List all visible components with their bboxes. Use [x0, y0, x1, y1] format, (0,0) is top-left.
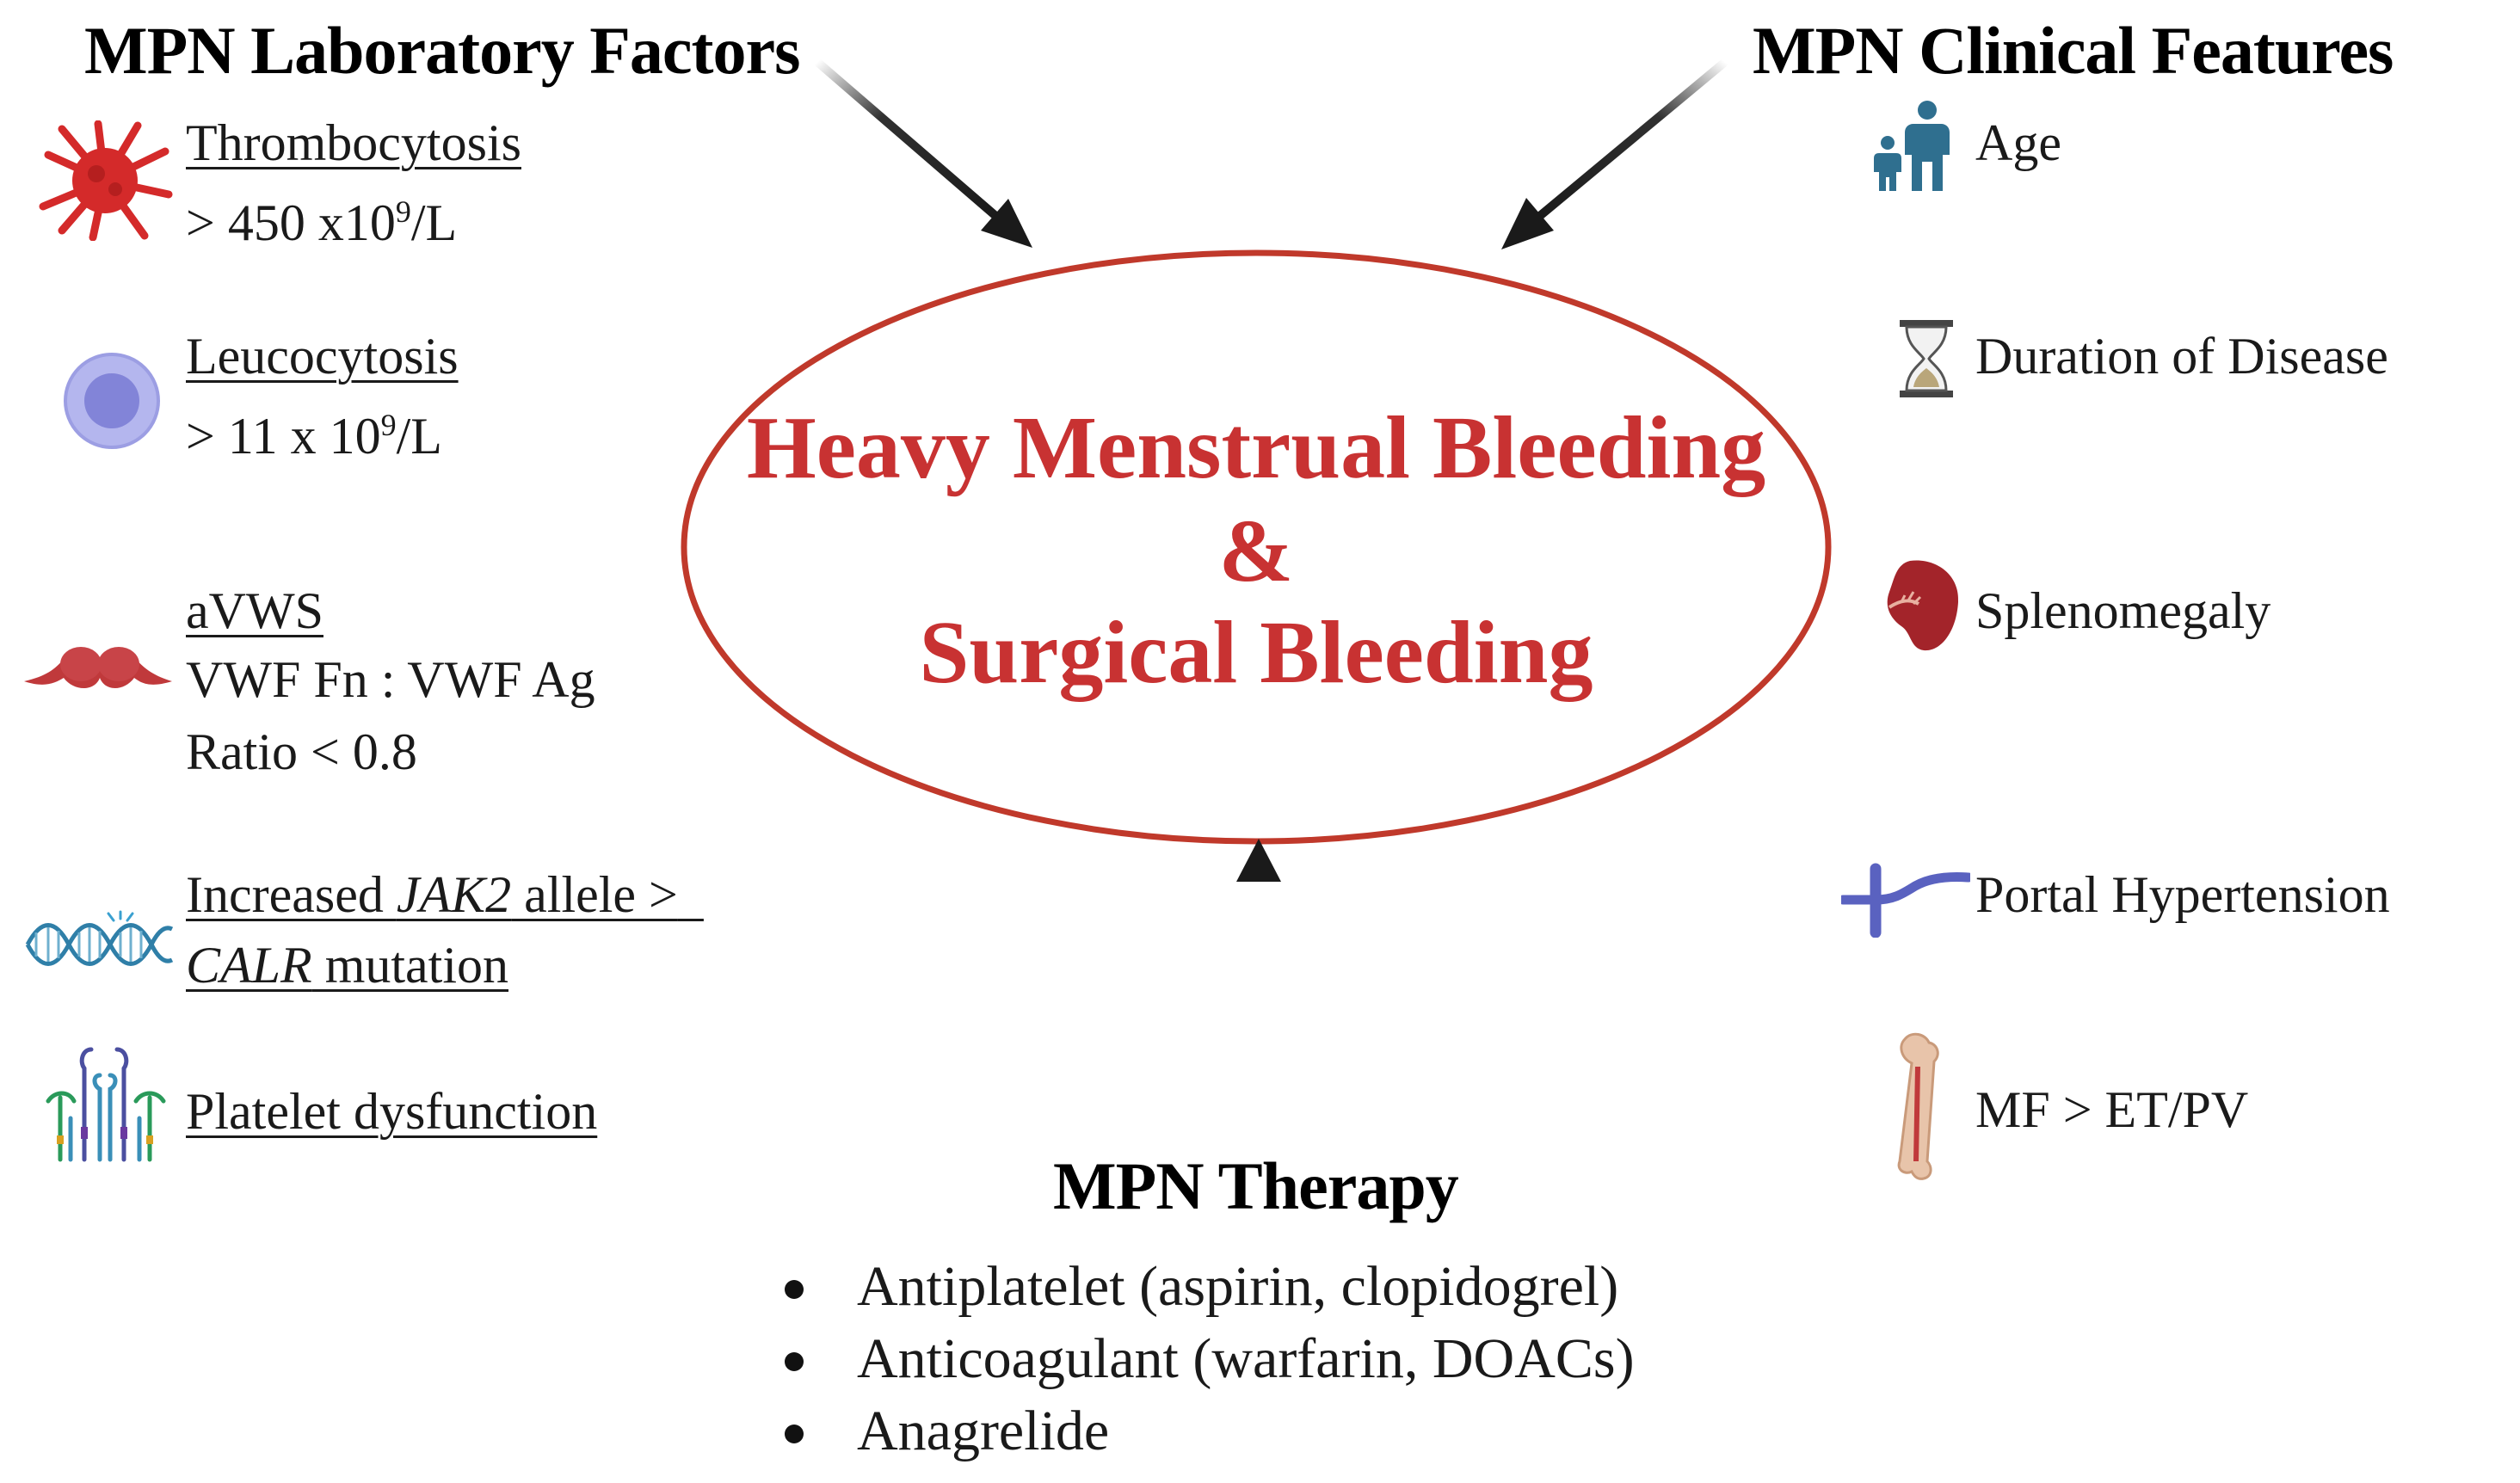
therapy-item-anagrelide: Anagrelide	[785, 1395, 1635, 1468]
von-willebrand-factor-icon	[21, 628, 176, 705]
thrombocytosis-value: > 450 x109/L	[186, 194, 458, 251]
portal-vein-icon	[1841, 860, 1970, 938]
avws-line1: VWF Fn : VWF Ag	[186, 651, 595, 708]
platelet-receptors-icon	[40, 1041, 177, 1170]
arrow-clinical-to-center	[1501, 58, 1729, 249]
clinical-splenomegaly: Splenomegaly	[1975, 582, 2271, 639]
leukocyte-icon	[62, 351, 162, 451]
dna-icon	[24, 910, 176, 979]
center-title-line1: Heavy Menstrual Bleeding	[746, 398, 1766, 497]
avws-line2: Ratio < 0.8	[186, 723, 417, 780]
clinical-heading: MPN Clinical Features	[1753, 13, 2394, 88]
jak2-gene: JAK2	[396, 866, 512, 923]
jak2-line1: Increased JAK2 allele >	[186, 858, 704, 931]
therapy-item-antiplatelet: Antiplatelet (aspirin, clopidogrel)	[785, 1251, 1635, 1323]
lab-heading: MPN Laboratory Factors	[84, 13, 800, 88]
calr-suffix: mutation	[311, 937, 509, 994]
people-icon	[1872, 100, 1958, 194]
leucocytosis-title: Leucocytosis	[186, 328, 459, 385]
platelet-dysfunction-label: Platelet dysfunction	[186, 1083, 598, 1140]
clinical-portal-hypertension: Portal Hypertension	[1975, 866, 2390, 923]
therapy-heading: MPN Therapy	[1053, 1148, 1459, 1223]
calr-gene: CALR	[186, 937, 312, 994]
center-ellipse	[681, 249, 1832, 845]
therapy-list: Antiplatelet (aspirin, clopidogrel) Anti…	[785, 1251, 1635, 1468]
therapy-item-anticoagulant: Anticoagulant (warfarin, DOACs)	[785, 1323, 1635, 1395]
spleen-icon	[1884, 557, 1962, 654]
thrombocytosis-title: Thrombocytosis	[186, 114, 521, 171]
arrow-lab-to-center	[813, 58, 1032, 248]
center-title-line3: Surgical Bleeding	[919, 603, 1593, 702]
clinical-mf-vs-et-pv: MF > ET/PV	[1975, 1081, 2249, 1138]
jak2-middle: allele >	[511, 866, 678, 923]
hourglass-icon	[1900, 320, 1953, 397]
arrow-therapy-to-center	[1236, 839, 1281, 1144]
clinical-duration: Duration of Disease	[1975, 328, 2388, 385]
femur-bone-icon	[1889, 1032, 1955, 1180]
leucocytosis-value: > 11 x 109/L	[186, 408, 442, 465]
avws-title: aVWS	[186, 582, 323, 639]
center-title-ampersand: &	[1218, 502, 1294, 600]
activated-platelet-icon	[36, 120, 174, 241]
jak2-line2: CALR mutation	[186, 929, 508, 1001]
jak2-prefix: Increased	[186, 866, 397, 923]
clinical-age: Age	[1975, 114, 2061, 171]
